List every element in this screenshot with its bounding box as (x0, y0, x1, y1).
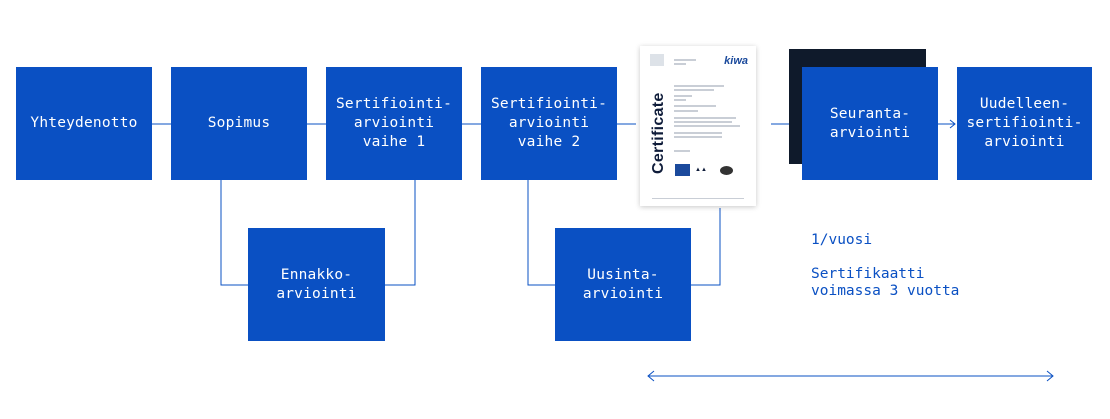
arrowhead-right (949, 119, 956, 129)
text-line (674, 85, 724, 87)
arrowhead-left (647, 370, 655, 382)
step-label: Sopimus (207, 115, 271, 131)
text-line (674, 110, 698, 112)
kiwa-badge-icon (675, 164, 690, 176)
step-label: Sertifiointi- arviointi vaihe 2 (490, 96, 608, 150)
text-line (674, 125, 740, 127)
step-label: Uusinta- arviointi (582, 266, 664, 302)
text-line (674, 63, 686, 65)
finas-logo-icon: ▲▲ (695, 167, 707, 173)
connector-ennakko-vaihe1 (385, 180, 416, 286)
step-ennakko: Ennakko- arviointi (248, 228, 385, 341)
step-vaihe2: Sertifiointi- arviointi vaihe 2 (481, 67, 617, 180)
step-label: Sertifiointi- arviointi vaihe 1 (335, 96, 453, 150)
step-seuranta: Seuranta- arviointi (802, 67, 938, 180)
validity-note: Sertifikaatti voimassa 3 vuotta (811, 266, 960, 299)
frequency-note: 1/vuosi (811, 232, 873, 248)
step-uusinta: Uusinta- arviointi (555, 228, 691, 341)
connector-sopimus-ennakko (220, 180, 248, 286)
seal-icon (650, 54, 664, 66)
text-line (674, 99, 686, 101)
text-line (674, 95, 692, 97)
step-label: Uudelleen- sertifiointi- arviointi (966, 96, 1083, 150)
kiwa-logo: kiwa (724, 55, 748, 67)
step-sopimus: Sopimus (171, 67, 307, 180)
text-line (674, 59, 696, 61)
step-label: Seuranta- arviointi (829, 105, 911, 141)
step-yhteydenotto: Yhteydenotto (16, 67, 152, 180)
step-uudelleen: Uudelleen- sertifiointi- arviointi (957, 67, 1092, 180)
arrowhead-right-2 (1046, 370, 1054, 382)
step-vaihe1: Sertifiointi- arviointi vaihe 1 (326, 67, 462, 180)
text-line (674, 89, 714, 91)
certificate-image: kiwa Certificate ▲▲ (640, 46, 756, 206)
text-line (674, 150, 690, 152)
step-label: Yhteydenotto (30, 115, 138, 131)
text-line (674, 121, 732, 123)
connector-vaihe2-uusinta (527, 180, 555, 286)
certificate-title: Certificate (650, 92, 667, 174)
text-line (674, 132, 722, 134)
text-line (674, 117, 736, 119)
step-label: Ennakko- arviointi (276, 266, 357, 302)
footer-line (652, 198, 744, 199)
connector-uusinta-cert (691, 208, 721, 286)
iaf-logo-icon (720, 166, 733, 175)
text-line (674, 105, 716, 107)
text-line (674, 136, 722, 138)
